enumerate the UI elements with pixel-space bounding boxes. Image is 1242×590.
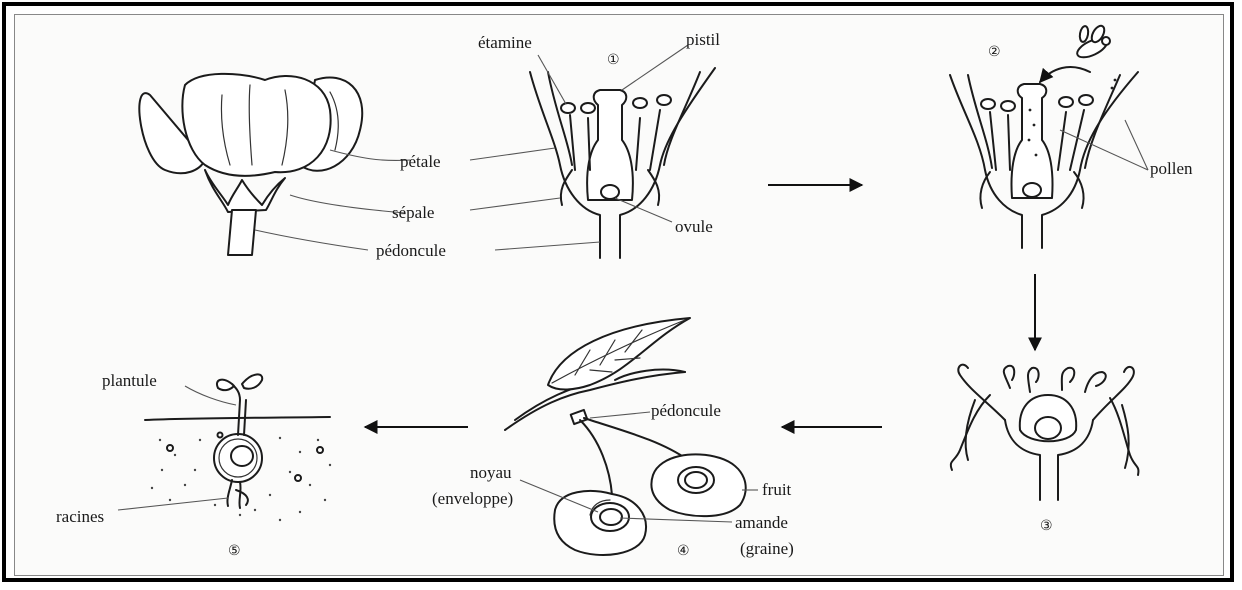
label-plantule: plantule xyxy=(102,371,157,390)
label-fruit: fruit xyxy=(762,480,792,499)
pollen-leader-2 xyxy=(1060,130,1148,170)
sepale-leader-right xyxy=(470,198,560,210)
label-petale: pétale xyxy=(400,152,441,171)
petale-leader-right xyxy=(470,148,555,160)
label-pedoncule-fruit: pédoncule xyxy=(651,401,721,420)
pollen-leader xyxy=(1125,120,1148,170)
label-graine: (graine) xyxy=(740,539,794,558)
stage-number-5: ⑤ xyxy=(228,543,241,559)
racines-leader xyxy=(118,498,228,510)
label-etamine: étamine xyxy=(478,33,532,52)
stage-number-2: ② xyxy=(988,44,1001,60)
pedoncule-fruit-leader xyxy=(590,412,650,418)
ovule-leader xyxy=(615,198,672,222)
etamine-leader xyxy=(538,55,566,104)
whole-flower-illustration xyxy=(139,74,362,255)
germination-stage5 xyxy=(145,374,331,521)
stage-number-1: ① xyxy=(607,52,620,68)
pedoncule-leader xyxy=(255,230,368,250)
stage-number-3: ③ xyxy=(1040,518,1053,534)
label-pollen: pollen xyxy=(1150,159,1193,178)
pedoncule-leader-right xyxy=(495,242,600,250)
sepale-leader xyxy=(290,195,405,213)
pollination-stage2 xyxy=(950,67,1138,248)
label-enveloppe: (enveloppe) xyxy=(432,489,513,508)
label-pistil: pistil xyxy=(686,30,720,49)
cherry-fruit-stage4 xyxy=(505,318,746,555)
label-racines: racines xyxy=(56,507,104,526)
label-pedoncule-flower: pédoncule xyxy=(376,241,446,260)
label-ovule: ovule xyxy=(675,217,713,236)
label-noyau: noyau xyxy=(470,463,512,482)
stage-number-4: ④ xyxy=(677,543,690,559)
label-sepale: sépale xyxy=(392,203,434,222)
label-amande: amande xyxy=(735,513,788,532)
pistil-leader xyxy=(622,45,688,90)
bee-icon xyxy=(1075,24,1110,61)
fertilized-flower-stage3 xyxy=(951,365,1139,500)
